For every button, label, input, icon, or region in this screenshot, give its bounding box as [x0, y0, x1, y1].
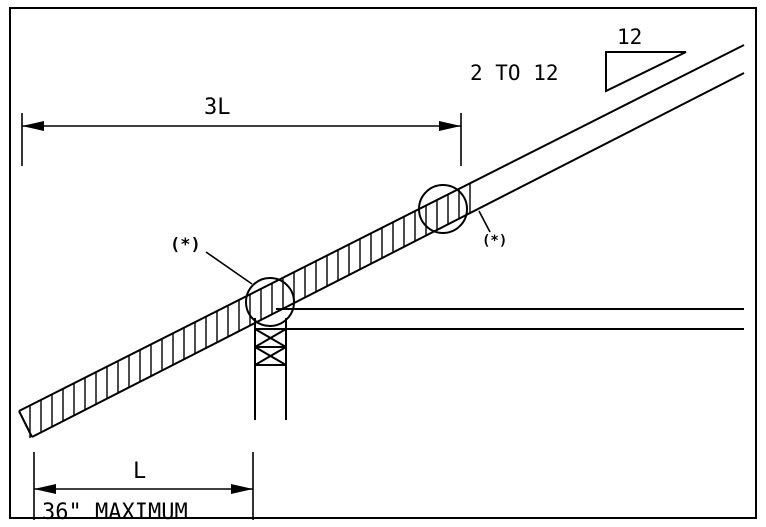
dimension-L-label: L — [133, 459, 146, 484]
bottom-chord — [276, 308, 744, 330]
leader-right — [478, 210, 491, 233]
detail-circle-heel — [245, 277, 295, 327]
note-marker-left: (*) — [170, 235, 201, 255]
max-overhang-label: 36" MAXIMUM — [42, 500, 188, 525]
slope-triangle — [605, 51, 687, 93]
note-marker-right: (*) — [482, 233, 507, 249]
dimension-3L — [21, 113, 462, 166]
leader-left — [205, 251, 253, 285]
dimension-L — [33, 452, 254, 520]
detail-circle-splice — [418, 184, 468, 234]
overhang-hatching — [29, 183, 471, 438]
bearing-support — [254, 318, 287, 420]
slope-rise-label: 2 TO 12 — [470, 61, 559, 85]
drawing-border — [9, 7, 757, 519]
slope-run-label: 12 — [617, 25, 642, 49]
dimension-3L-label: 3L — [204, 95, 231, 120]
